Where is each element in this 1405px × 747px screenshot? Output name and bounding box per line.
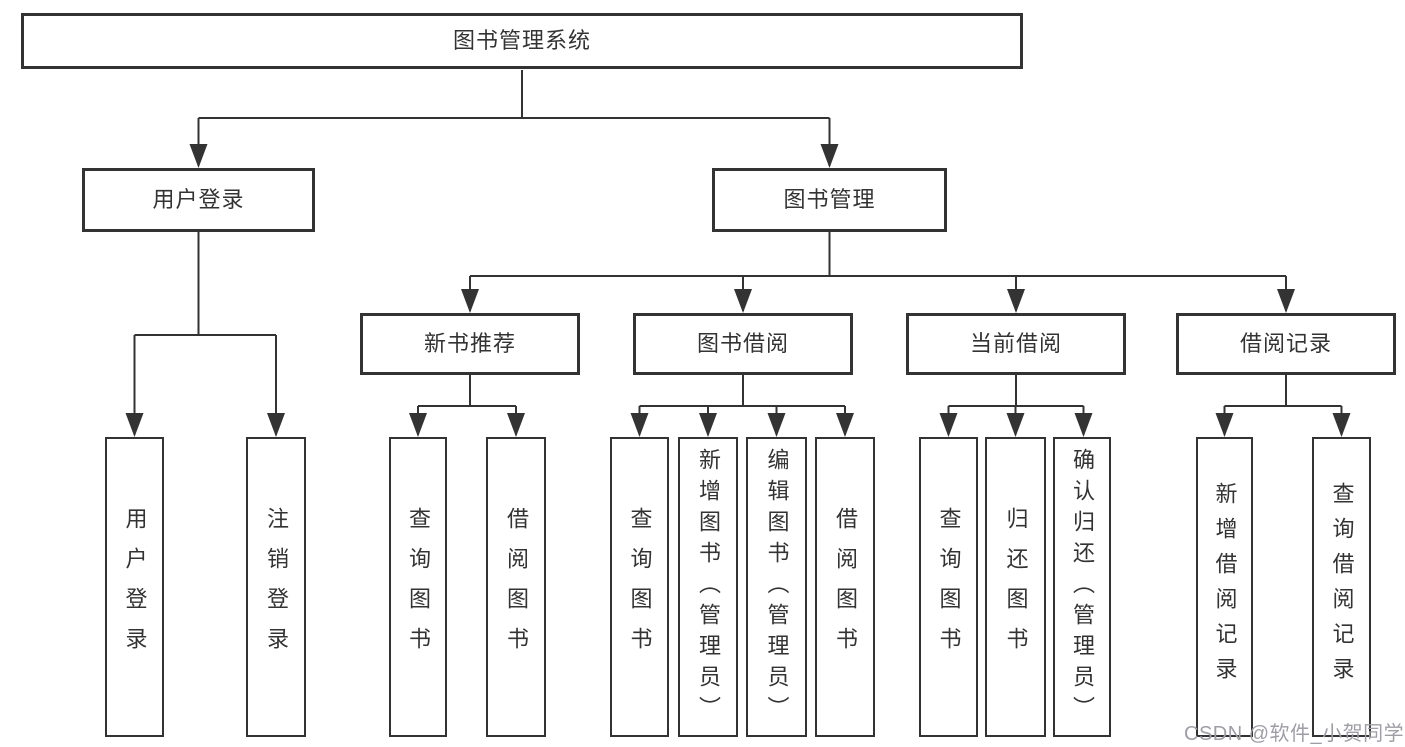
leaf-query-books-borrow: 查询图书 [610,437,669,737]
leaf-query-books-current: 查询图书 [919,437,978,737]
node-label: 借阅图书 [504,507,529,667]
leaf-query-borrow-record: 查询借阅记录 [1312,437,1371,737]
node-label: 新书推荐 [423,331,516,356]
node-book-management: 图书管理 [712,168,947,232]
node-label: 用户登录 [152,187,245,212]
node-label: 借阅记录 [1239,331,1332,356]
leaf-borrow-books: 借阅图书 [815,437,875,737]
node-user-login: 用户登录 [82,168,315,232]
leaf-confirm-return-admin: 确认归还（管理员） [1053,437,1111,737]
node-label: 确认归还（管理员） [1070,447,1095,727]
node-library-management-system: 图书管理系统 [21,13,1023,69]
node-label: 查询借阅记录 [1329,482,1355,692]
node-label: 图书管理系统 [452,28,591,53]
leaf-return-book: 归还图书 [985,437,1046,737]
leaf-borrow-books-recommend: 借阅图书 [486,437,546,737]
node-label: 新增借阅记录 [1212,482,1238,692]
leaf-user-login: 用户登录 [105,437,164,737]
node-label: 图书借阅 [696,331,789,356]
node-label: 用户登录 [122,507,148,667]
node-label: 图书管理 [783,187,876,212]
node-label: 查询图书 [406,507,431,667]
node-label: 查询图书 [936,507,962,667]
node-book-borrow: 图书借阅 [633,313,853,375]
node-borrow-records: 借阅记录 [1176,313,1396,375]
leaf-add-book-admin: 新增图书（管理员） [678,437,738,737]
node-label: 注销登录 [264,507,289,667]
node-label: 查询图书 [627,507,653,667]
leaf-logout: 注销登录 [246,437,306,737]
leaf-edit-book-admin: 编辑图书（管理员） [746,437,807,737]
node-label: 归还图书 [1003,507,1029,667]
node-label: 借阅图书 [833,507,858,667]
leaf-query-books-recommend: 查询图书 [389,437,447,737]
node-current-borrow: 当前借阅 [906,313,1126,375]
node-label: 新增图书（管理员） [696,447,721,727]
node-new-book-recommend: 新书推荐 [360,313,580,375]
leaf-add-borrow-record: 新增借阅记录 [1196,437,1253,737]
node-label: 编辑图书（管理员） [764,447,790,727]
csdn-watermark: CSDN @软件_小贺同学 [1184,723,1405,745]
node-label: 当前借阅 [969,331,1062,356]
